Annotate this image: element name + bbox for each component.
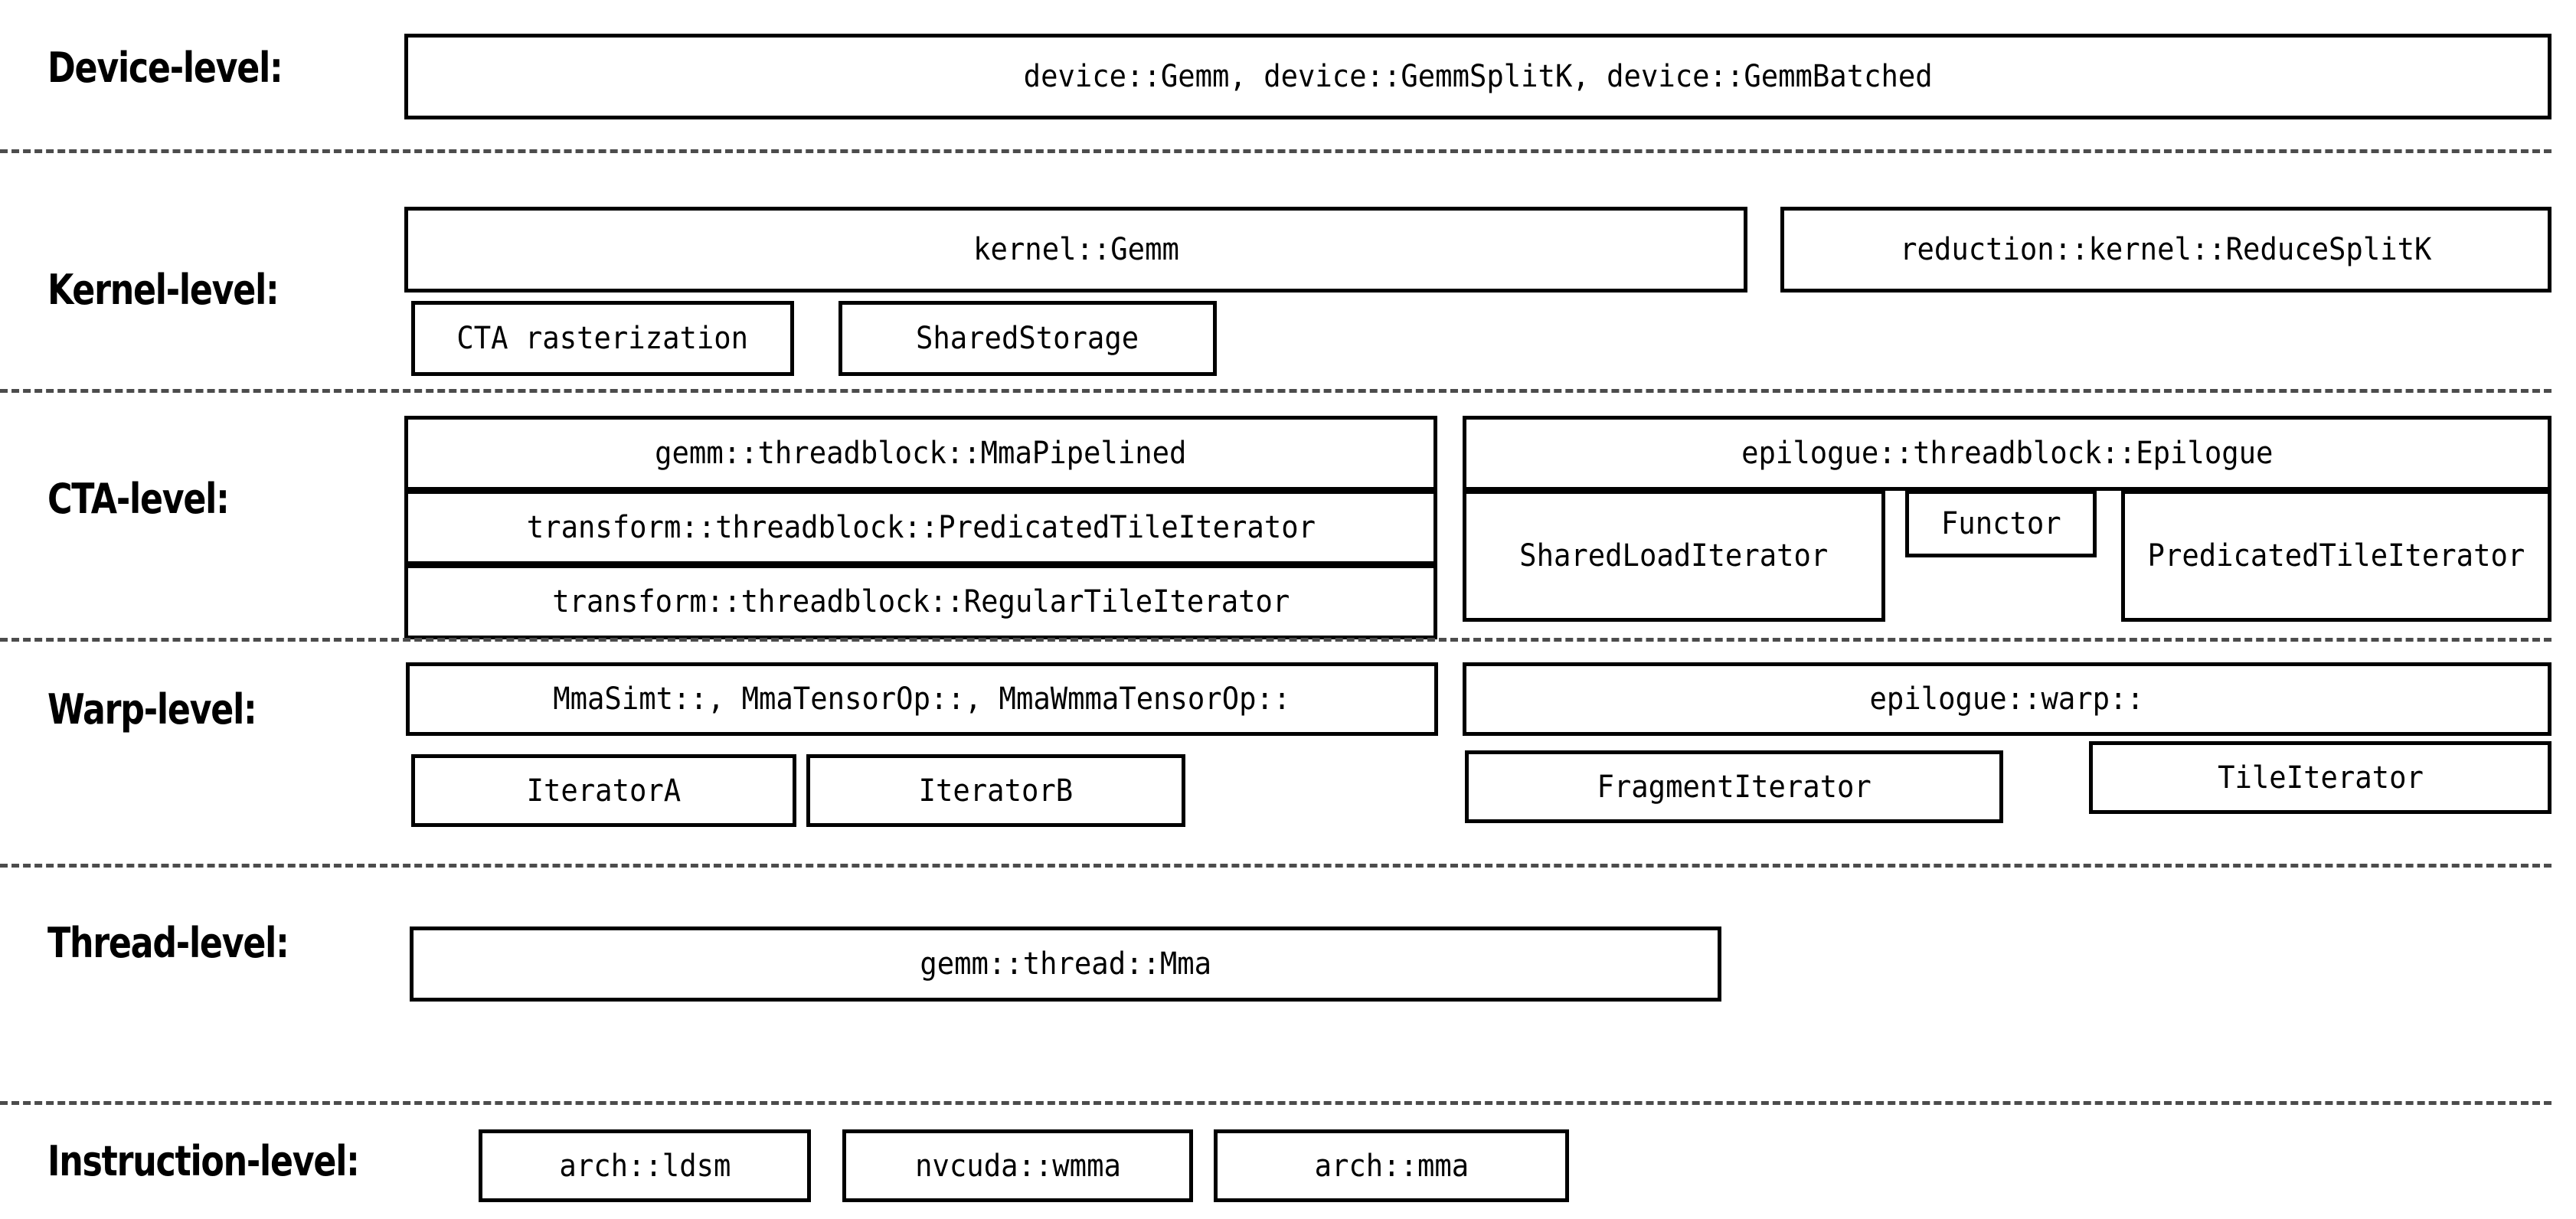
box-cta-shared-load-iterator[interactable]: SharedLoadIterator <box>1463 490 1885 622</box>
separator-warp-thread <box>0 864 2551 868</box>
box-kernel-gemm-label: kernel::Gemm <box>973 232 1179 267</box>
box-warp-epilogue-label: epilogue::warp:: <box>1869 681 2145 717</box>
box-warp-iterator-b-label: IteratorB <box>918 773 1074 809</box>
box-cta-predicated-tile-iterator[interactable]: transform::threadblock::PredicatedTileIt… <box>404 490 1437 565</box>
box-instruction-ldsm[interactable]: arch::ldsm <box>479 1129 811 1202</box>
box-kernel-reduce-split-k-label: reduction::kernel::ReduceSplitK <box>1900 232 2432 267</box>
tier-label-thread: Thread-level: <box>47 919 289 967</box>
box-thread-mma-label: gemm::thread::Mma <box>920 946 1211 982</box>
box-warp-iterator-b[interactable]: IteratorB <box>806 754 1185 827</box>
box-cta-shared-load-iterator-label: SharedLoadIterator <box>1519 538 1829 574</box>
box-cta-mma-pipelined-label: gemm::threadblock::MmaPipelined <box>655 436 1187 471</box>
separator-kernel-cta <box>0 389 2551 393</box>
box-instruction-wmma[interactable]: nvcuda::wmma <box>842 1129 1193 1202</box>
box-cta-functor-label: Functor <box>1940 506 2061 541</box>
box-kernel-cta-rasterization-label: CTA rasterization <box>456 321 749 356</box>
box-cta-epilogue[interactable]: epilogue::threadblock::Epilogue <box>1463 416 2551 491</box>
tier-label-warp: Warp-level: <box>47 685 257 734</box>
box-warp-tile-iterator[interactable]: TileIterator <box>2089 741 2551 814</box>
box-device-gemm-label: device::Gemm, device::GemmSplitK, device… <box>1023 59 1933 94</box>
box-instruction-ldsm-label: arch::ldsm <box>559 1148 731 1184</box>
box-kernel-reduce-split-k[interactable]: reduction::kernel::ReduceSplitK <box>1780 207 2551 292</box>
box-device-gemm[interactable]: device::Gemm, device::GemmSplitK, device… <box>404 34 2551 119</box>
box-cta-mma-pipelined[interactable]: gemm::threadblock::MmaPipelined <box>404 416 1437 491</box>
box-cta-functor[interactable]: Functor <box>1905 490 2097 557</box>
box-warp-fragment-iterator-label: FragmentIterator <box>1597 769 1872 805</box>
box-kernel-cta-rasterization[interactable]: CTA rasterization <box>411 301 794 376</box>
separator-thread-instruction <box>0 1101 2551 1105</box>
box-instruction-wmma-label: nvcuda::wmma <box>914 1148 1121 1184</box>
box-warp-iterator-a-label: IteratorA <box>526 773 682 809</box>
box-cta-epilogue-label: epilogue::threadblock::Epilogue <box>1741 436 2274 471</box>
tier-label-instruction: Instruction-level: <box>47 1137 360 1185</box>
box-instruction-mma-label: arch::mma <box>1314 1148 1469 1184</box>
tier-label-device: Device-level: <box>47 44 283 92</box>
box-warp-mma-ops[interactable]: MmaSimt::, MmaTensorOp::, MmaWmmaTensorO… <box>406 662 1438 736</box>
box-warp-mma-ops-label: MmaSimt::, MmaTensorOp::, MmaWmmaTensorO… <box>553 681 1291 717</box>
box-thread-mma[interactable]: gemm::thread::Mma <box>410 927 1721 1002</box>
separator-device-kernel <box>0 149 2551 153</box>
box-cta-regular-tile-iterator-label: transform::threadblock::RegularTileItera… <box>551 584 1290 619</box>
box-warp-iterator-a[interactable]: IteratorA <box>411 754 796 827</box>
box-cta-epilogue-predicated-tile-iterator[interactable]: PredicatedTileIterator <box>2121 490 2551 622</box>
tier-label-cta: CTA-level: <box>47 475 230 523</box>
box-cta-predicated-tile-iterator-label: transform::threadblock::PredicatedTileIt… <box>526 510 1316 545</box>
box-kernel-shared-storage-label: SharedStorage <box>916 321 1139 356</box>
box-warp-fragment-iterator[interactable]: FragmentIterator <box>1465 750 2003 823</box>
box-cta-epilogue-predicated-tile-iterator-label: PredicatedTileIterator <box>2147 538 2525 574</box>
box-cta-regular-tile-iterator[interactable]: transform::threadblock::RegularTileItera… <box>404 564 1437 639</box>
box-warp-tile-iterator-label: TileIterator <box>2217 760 2424 796</box>
box-kernel-shared-storage[interactable]: SharedStorage <box>839 301 1217 376</box>
separator-cta-warp <box>0 638 2551 642</box>
box-instruction-mma[interactable]: arch::mma <box>1214 1129 1569 1202</box>
tier-label-kernel: Kernel-level: <box>47 266 280 314</box>
box-kernel-gemm[interactable]: kernel::Gemm <box>404 207 1747 292</box>
box-warp-epilogue[interactable]: epilogue::warp:: <box>1463 662 2551 736</box>
